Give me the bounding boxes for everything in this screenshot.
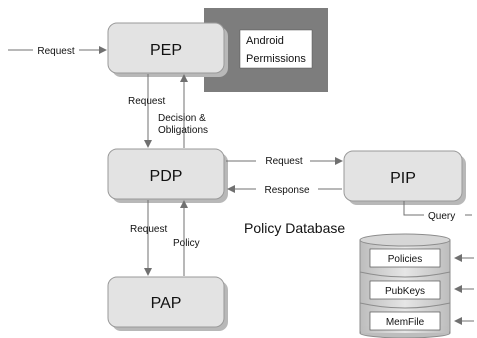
android-label: Android	[246, 35, 284, 47]
edge-pep-to-pdp: Request	[128, 74, 165, 148]
request-pdp-pap-label: Request	[130, 224, 167, 235]
db-entry-memfile: MemFile	[369, 311, 441, 331]
pap-node: PAP	[107, 276, 228, 331]
android-permissions-panel: Android Permissions	[204, 8, 328, 92]
pip-label: PIP	[390, 170, 416, 187]
edge-pap-to-pdp: Policy	[173, 200, 200, 276]
db-entry-pubkeys: PubKeys	[369, 280, 441, 300]
query-label: Query	[428, 211, 455, 222]
policy-database-title: Policy Database	[244, 220, 345, 236]
db-entry-pubkeys-label: PubKeys	[385, 286, 425, 297]
edge-pip-to-pdp: Response	[227, 185, 342, 196]
request-pep-pdp-label: Request	[128, 96, 165, 107]
edge-query: Query	[403, 201, 472, 222]
db-entry-policies: Policies	[369, 248, 441, 268]
db-entry-policies-label: Policies	[388, 254, 422, 265]
request-in-label: Request	[37, 46, 74, 57]
policy-database: Policy Database Policies PubKeys MemFile	[244, 220, 474, 338]
pdp-label: PDP	[150, 168, 183, 185]
pep-node: PEP	[107, 22, 228, 77]
pap-label: PAP	[151, 295, 182, 312]
pip-node: PIP	[343, 150, 466, 205]
edge-pdp-to-pep: Decision & Obligations	[158, 74, 208, 148]
request-pdp-pip-label: Request	[265, 156, 302, 167]
decision-label-line2: Obligations	[158, 125, 208, 136]
db-entry-memfile-label: MemFile	[386, 317, 425, 328]
policy-label: Policy	[173, 238, 200, 249]
edge-pdp-to-pap: Request	[130, 200, 167, 276]
permissions-label: Permissions	[246, 53, 306, 65]
pdp-node: PDP	[107, 148, 228, 203]
decision-label-line1: Decision &	[158, 113, 206, 124]
edge-request-in: Request	[8, 46, 107, 57]
response-label: Response	[264, 185, 309, 196]
pep-label: PEP	[150, 42, 182, 59]
edge-pdp-to-pip: Request	[226, 156, 343, 167]
